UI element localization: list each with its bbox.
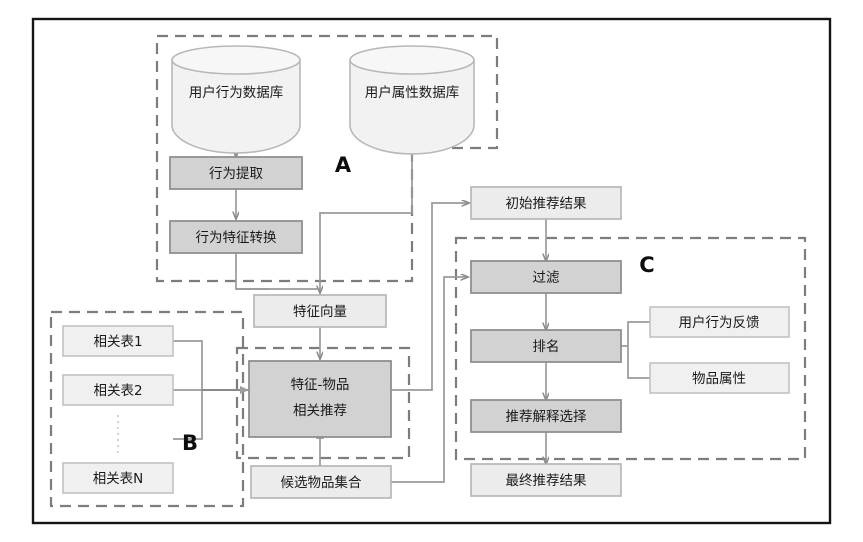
recommend-core-region [235, 346, 411, 460]
node-initial-recommend-result: 初始推荐结果 [470, 186, 622, 220]
node-candidate-item-set: 候选物品集合 [250, 465, 392, 499]
node-user-attribute-db: 用户属性数据库 [349, 45, 475, 155]
node-item-attribute: 物品属性 [649, 362, 790, 394]
node-final-recommend-result: 最终推荐结果 [470, 463, 622, 497]
node-relation-table-n: 相关表N [62, 462, 174, 494]
connector-transform-to-featurevector [235, 253, 269, 290]
node-feature-item-recommend: 特征-物品 相关推荐 [248, 360, 392, 438]
node-explanation-selection: 推荐解释选择 [470, 399, 622, 433]
connector-feedback-bus [627, 321, 650, 379]
node-feature-vector: 特征向量 [253, 294, 387, 328]
group-c-letter: C [639, 253, 654, 277]
node-behavior-extraction: 行为提取 [169, 156, 303, 190]
connector-attrdb-to-featurevector [320, 137, 413, 293]
node-relation-table-2: 相关表2 [62, 374, 174, 406]
diagram-outer-border [31, 17, 832, 525]
node-behavior-feature-transform: 行为特征转换 [169, 220, 303, 254]
connector-candidate-to-filter [391, 277, 468, 483]
group-a-letter: A [335, 153, 352, 177]
node-user-behavior-feedback: 用户行为反馈 [649, 306, 790, 338]
group-c-region [454, 236, 807, 461]
group-b-region [49, 310, 245, 508]
node-ranking: 排名 [470, 329, 622, 363]
connector-recommend-to-initial [391, 203, 469, 391]
group-a-region [155, 34, 499, 283]
node-relation-table-1: 相关表1 [62, 325, 174, 357]
node-user-behavior-db: 用户行为数据库 [171, 45, 301, 154]
group-b-letter: B [182, 431, 198, 455]
node-filter: 过滤 [470, 260, 622, 294]
